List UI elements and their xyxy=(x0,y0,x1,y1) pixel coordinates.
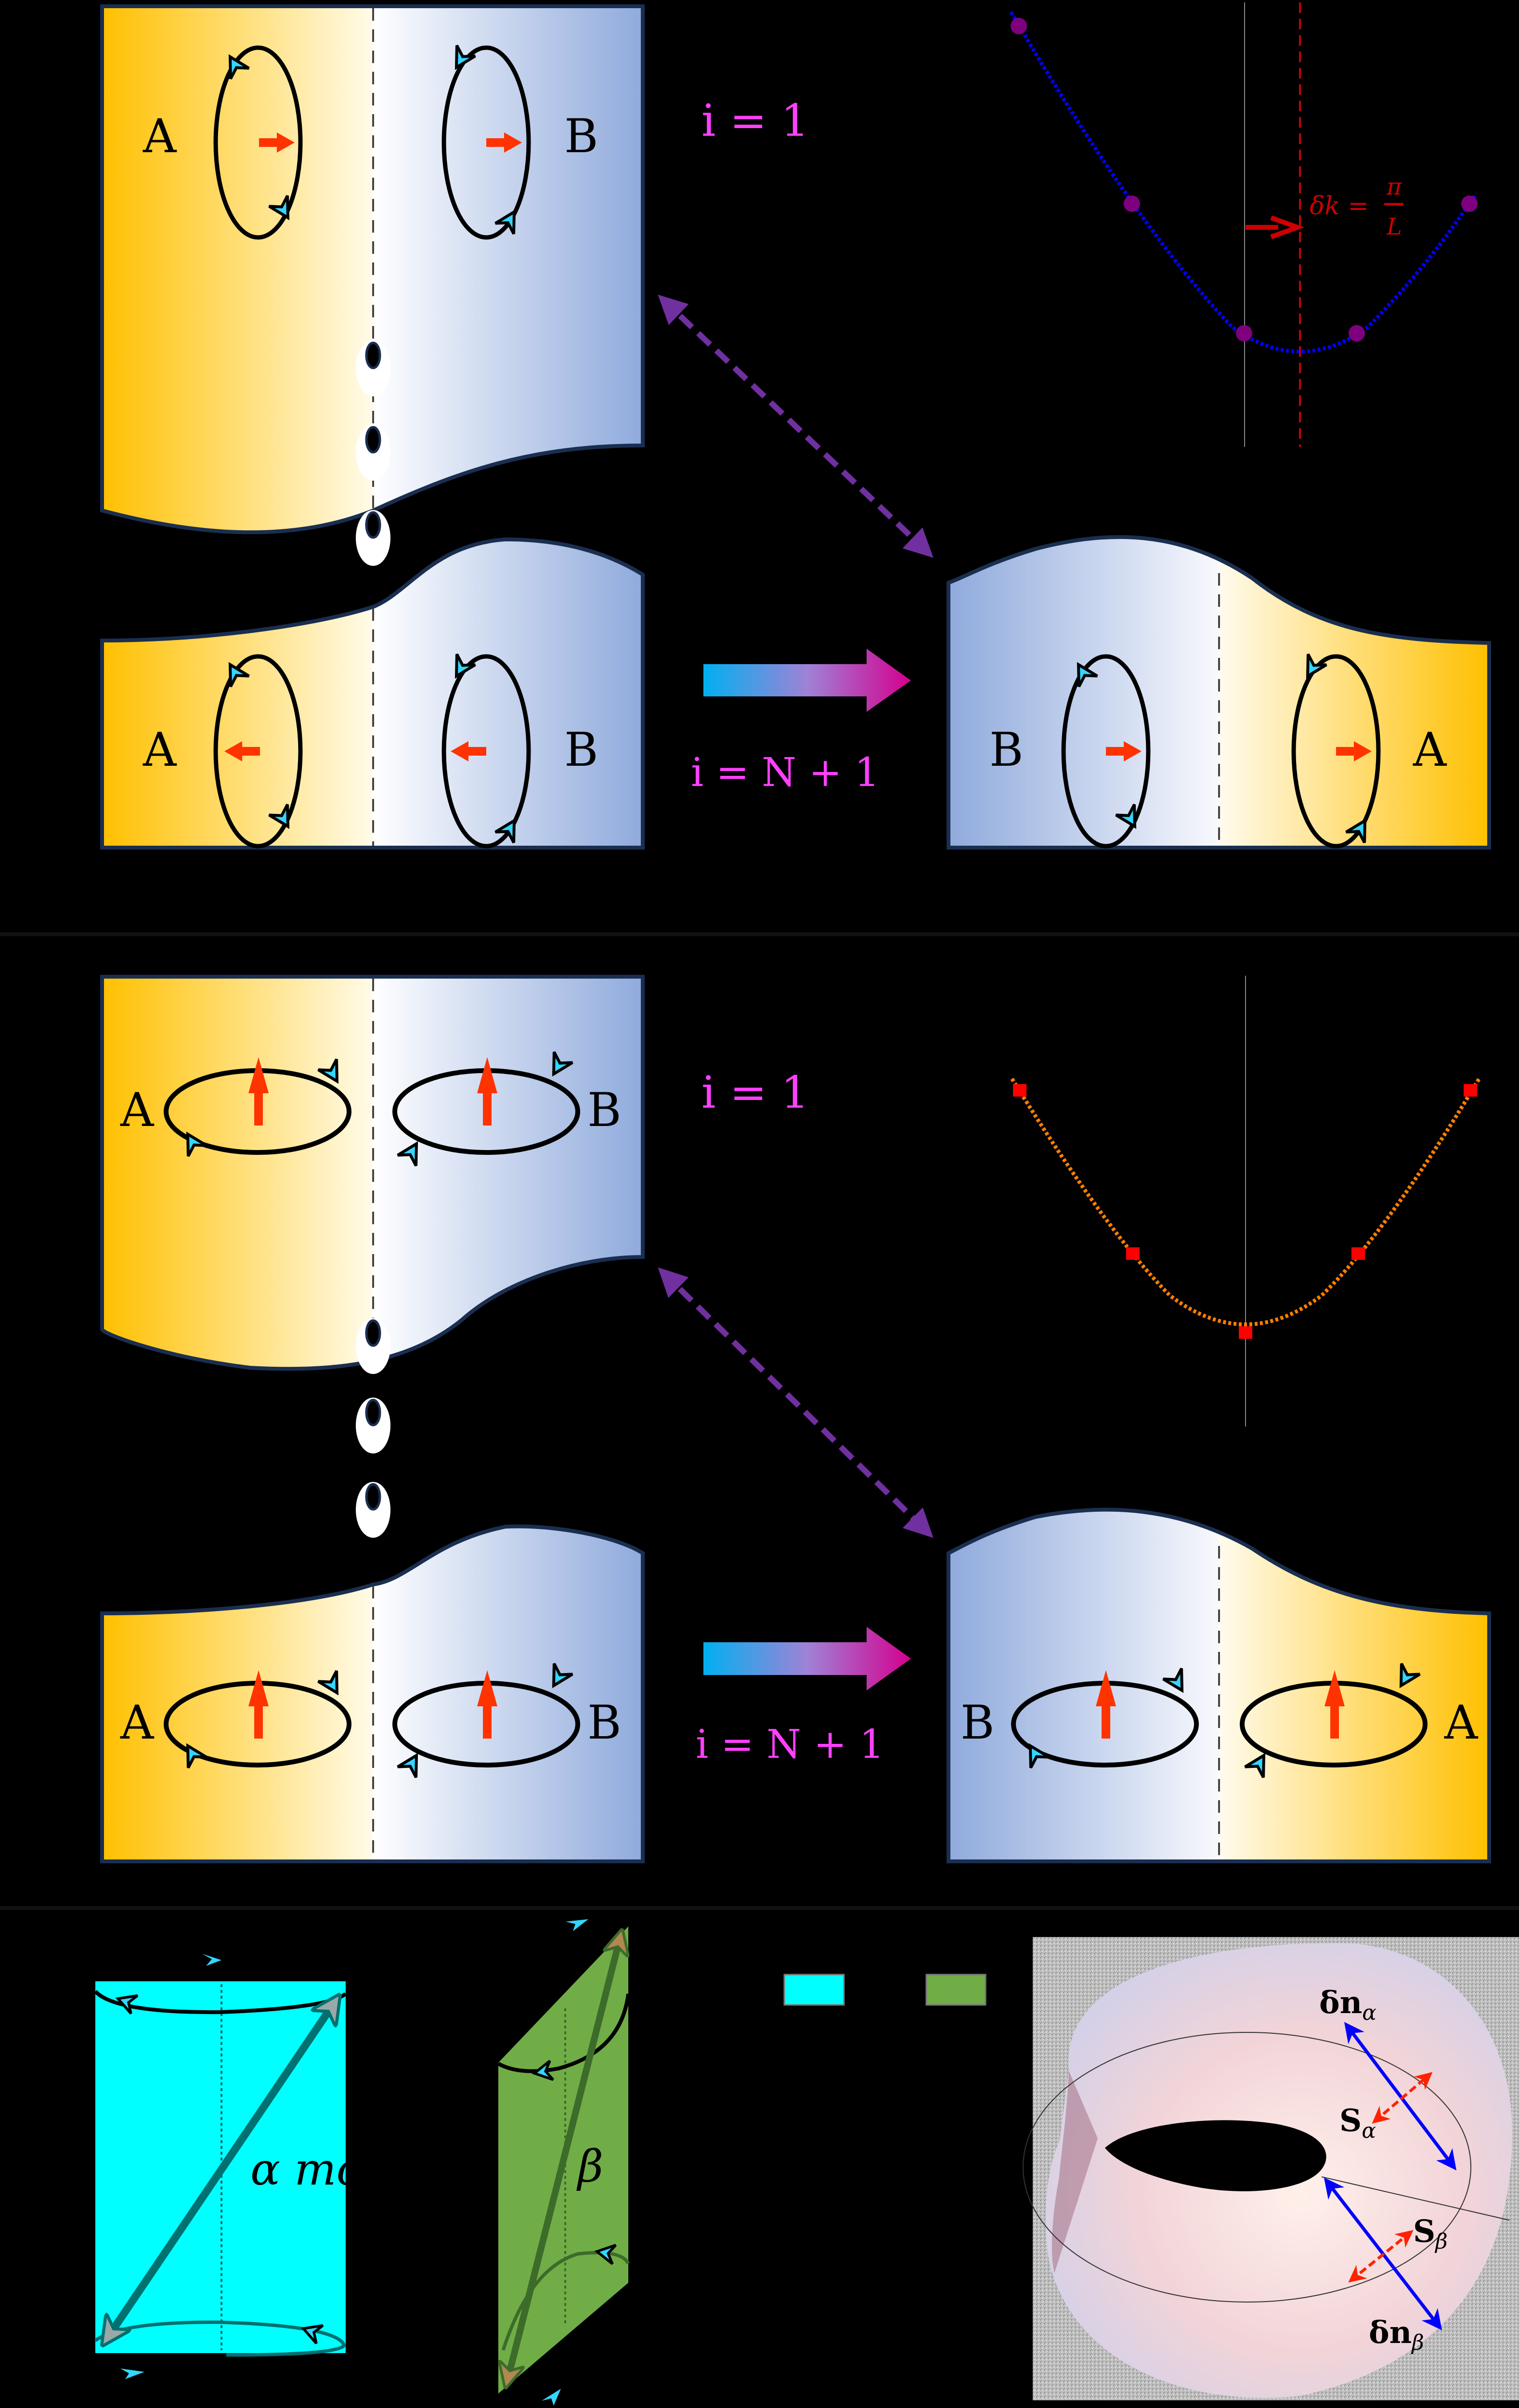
label-A: A xyxy=(1413,723,1447,777)
beta-mode-plane: β xyxy=(498,1919,628,2406)
delta-n-alpha-label: δnα xyxy=(1319,1985,1376,2025)
index-label-top: i = 1 xyxy=(701,1067,809,1118)
panel-bottom-right: B A xyxy=(947,1507,1491,1863)
label-B: B xyxy=(587,1083,622,1137)
red-arrow-up-icon xyxy=(477,1057,497,1125)
mobius-strip-panel: δnα Sα Sβ δnβ xyxy=(1023,1937,1519,2400)
label-A: A xyxy=(120,1696,155,1750)
label-B: B xyxy=(587,1696,622,1750)
cyan-arrowhead-icon xyxy=(202,1954,221,1966)
red-arrow-right-icon xyxy=(259,132,295,153)
index-label-bottom: i = N + 1 xyxy=(691,750,880,796)
s-alpha-label: Sα xyxy=(1339,2103,1376,2143)
section-1: A B i = 1 δk = π L xyxy=(100,2,1491,850)
dispersion-chart-2 xyxy=(1010,976,1481,1426)
panel-bottom-left: A B xyxy=(100,1524,645,1863)
red-arrow-up-icon xyxy=(248,1057,269,1125)
section-2: A B i = 1 xyxy=(100,975,1491,1863)
red-arrow-left-icon xyxy=(224,741,260,761)
section-3: α mo β xyxy=(94,1919,1519,2406)
label-A: A xyxy=(143,109,177,163)
alpha-mode-cylinder: α mo xyxy=(94,1954,363,2379)
purple-dashed-double-arrow xyxy=(658,294,934,558)
delta-n-beta-label: δnβ xyxy=(1369,2315,1424,2355)
s-beta-label: Sβ xyxy=(1413,2213,1448,2254)
label-A: A xyxy=(1444,1696,1479,1750)
label-A: A xyxy=(120,1083,155,1137)
panel-bottom-right: B A xyxy=(947,535,1491,850)
delta-k-label: δk = xyxy=(1310,192,1369,221)
label-B: B xyxy=(989,723,1024,777)
alpha-mode-label: α mo xyxy=(250,2144,363,2195)
legend-swatch-alpha xyxy=(783,1974,845,2006)
vertical-ellipsis xyxy=(356,1318,390,1538)
transform-arrow-icon xyxy=(703,1627,911,1690)
label-B: B xyxy=(564,109,598,163)
beta-mode-label: β xyxy=(576,2141,603,2192)
dispersion-chart-1: δk = π L xyxy=(1009,2,1478,447)
label-A: A xyxy=(143,723,177,777)
purple-dashed-double-arrow xyxy=(658,1267,934,1538)
legend-swatch-beta xyxy=(925,1974,987,2006)
panel-top-left: A B xyxy=(100,975,645,1371)
red-arrow-left-icon xyxy=(451,741,486,761)
label-B: B xyxy=(961,1696,995,1750)
section-divider xyxy=(0,1906,1519,1910)
transform-arrow-icon xyxy=(703,649,911,712)
delta-k-denominator: L xyxy=(1386,213,1402,240)
index-label-top: i = 1 xyxy=(701,95,809,146)
cyan-arrowhead-icon xyxy=(120,2369,144,2379)
label-B: B xyxy=(564,723,598,777)
index-label-bottom: i = N + 1 xyxy=(696,1722,884,1767)
delta-k-numerator: π xyxy=(1386,173,1402,200)
vertical-ellipsis xyxy=(356,340,390,566)
red-arrow-right-icon xyxy=(486,132,522,153)
panel-bottom-left: A B xyxy=(100,537,645,850)
section-divider xyxy=(0,932,1519,936)
